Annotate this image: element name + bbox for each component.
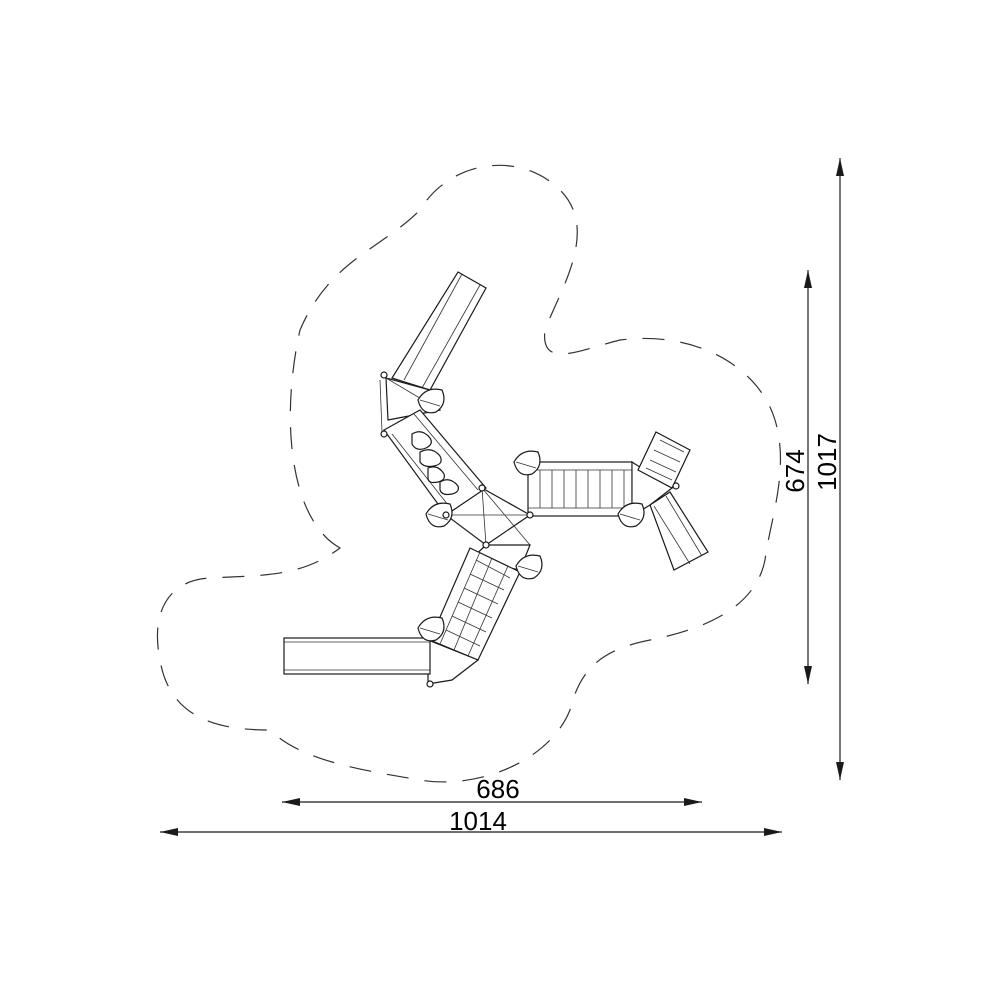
arrowhead-icon xyxy=(764,828,782,836)
dimension-line-outer-width xyxy=(160,828,782,836)
ladder-right xyxy=(637,431,691,489)
arrowhead-icon xyxy=(684,798,702,806)
leaf-icon xyxy=(425,502,453,528)
plank-bridge-right xyxy=(527,461,633,517)
dimension-label-outer-height: 1017 xyxy=(812,433,842,491)
arrowhead-icon xyxy=(836,762,844,780)
slide-bottom-left xyxy=(283,637,431,675)
arrowhead-icon xyxy=(836,158,844,176)
slide-right xyxy=(649,491,709,571)
arrowhead-icon xyxy=(282,798,300,806)
dimension-line-outer-height xyxy=(836,158,844,780)
dimension-label-outer-width: 1014 xyxy=(449,806,507,836)
leaf-icon xyxy=(515,554,543,580)
dimension-label-inner-height: 674 xyxy=(780,449,810,492)
arrowhead-icon xyxy=(804,270,812,288)
leaf-icon xyxy=(513,450,541,476)
leaf-icon xyxy=(617,502,645,528)
dimension-label-inner-width: 686 xyxy=(476,774,519,804)
arrowhead-icon xyxy=(804,666,812,684)
dimension-line-inner-height xyxy=(804,270,812,684)
leaf-icon xyxy=(417,616,445,642)
dimension-line-inner-width xyxy=(282,798,702,806)
slide-top-left xyxy=(391,271,487,391)
arrowhead-icon xyxy=(160,828,178,836)
climbing-panel-top-left xyxy=(383,409,487,516)
safety-zone-outline xyxy=(156,164,782,783)
leaf-icon xyxy=(417,388,445,414)
